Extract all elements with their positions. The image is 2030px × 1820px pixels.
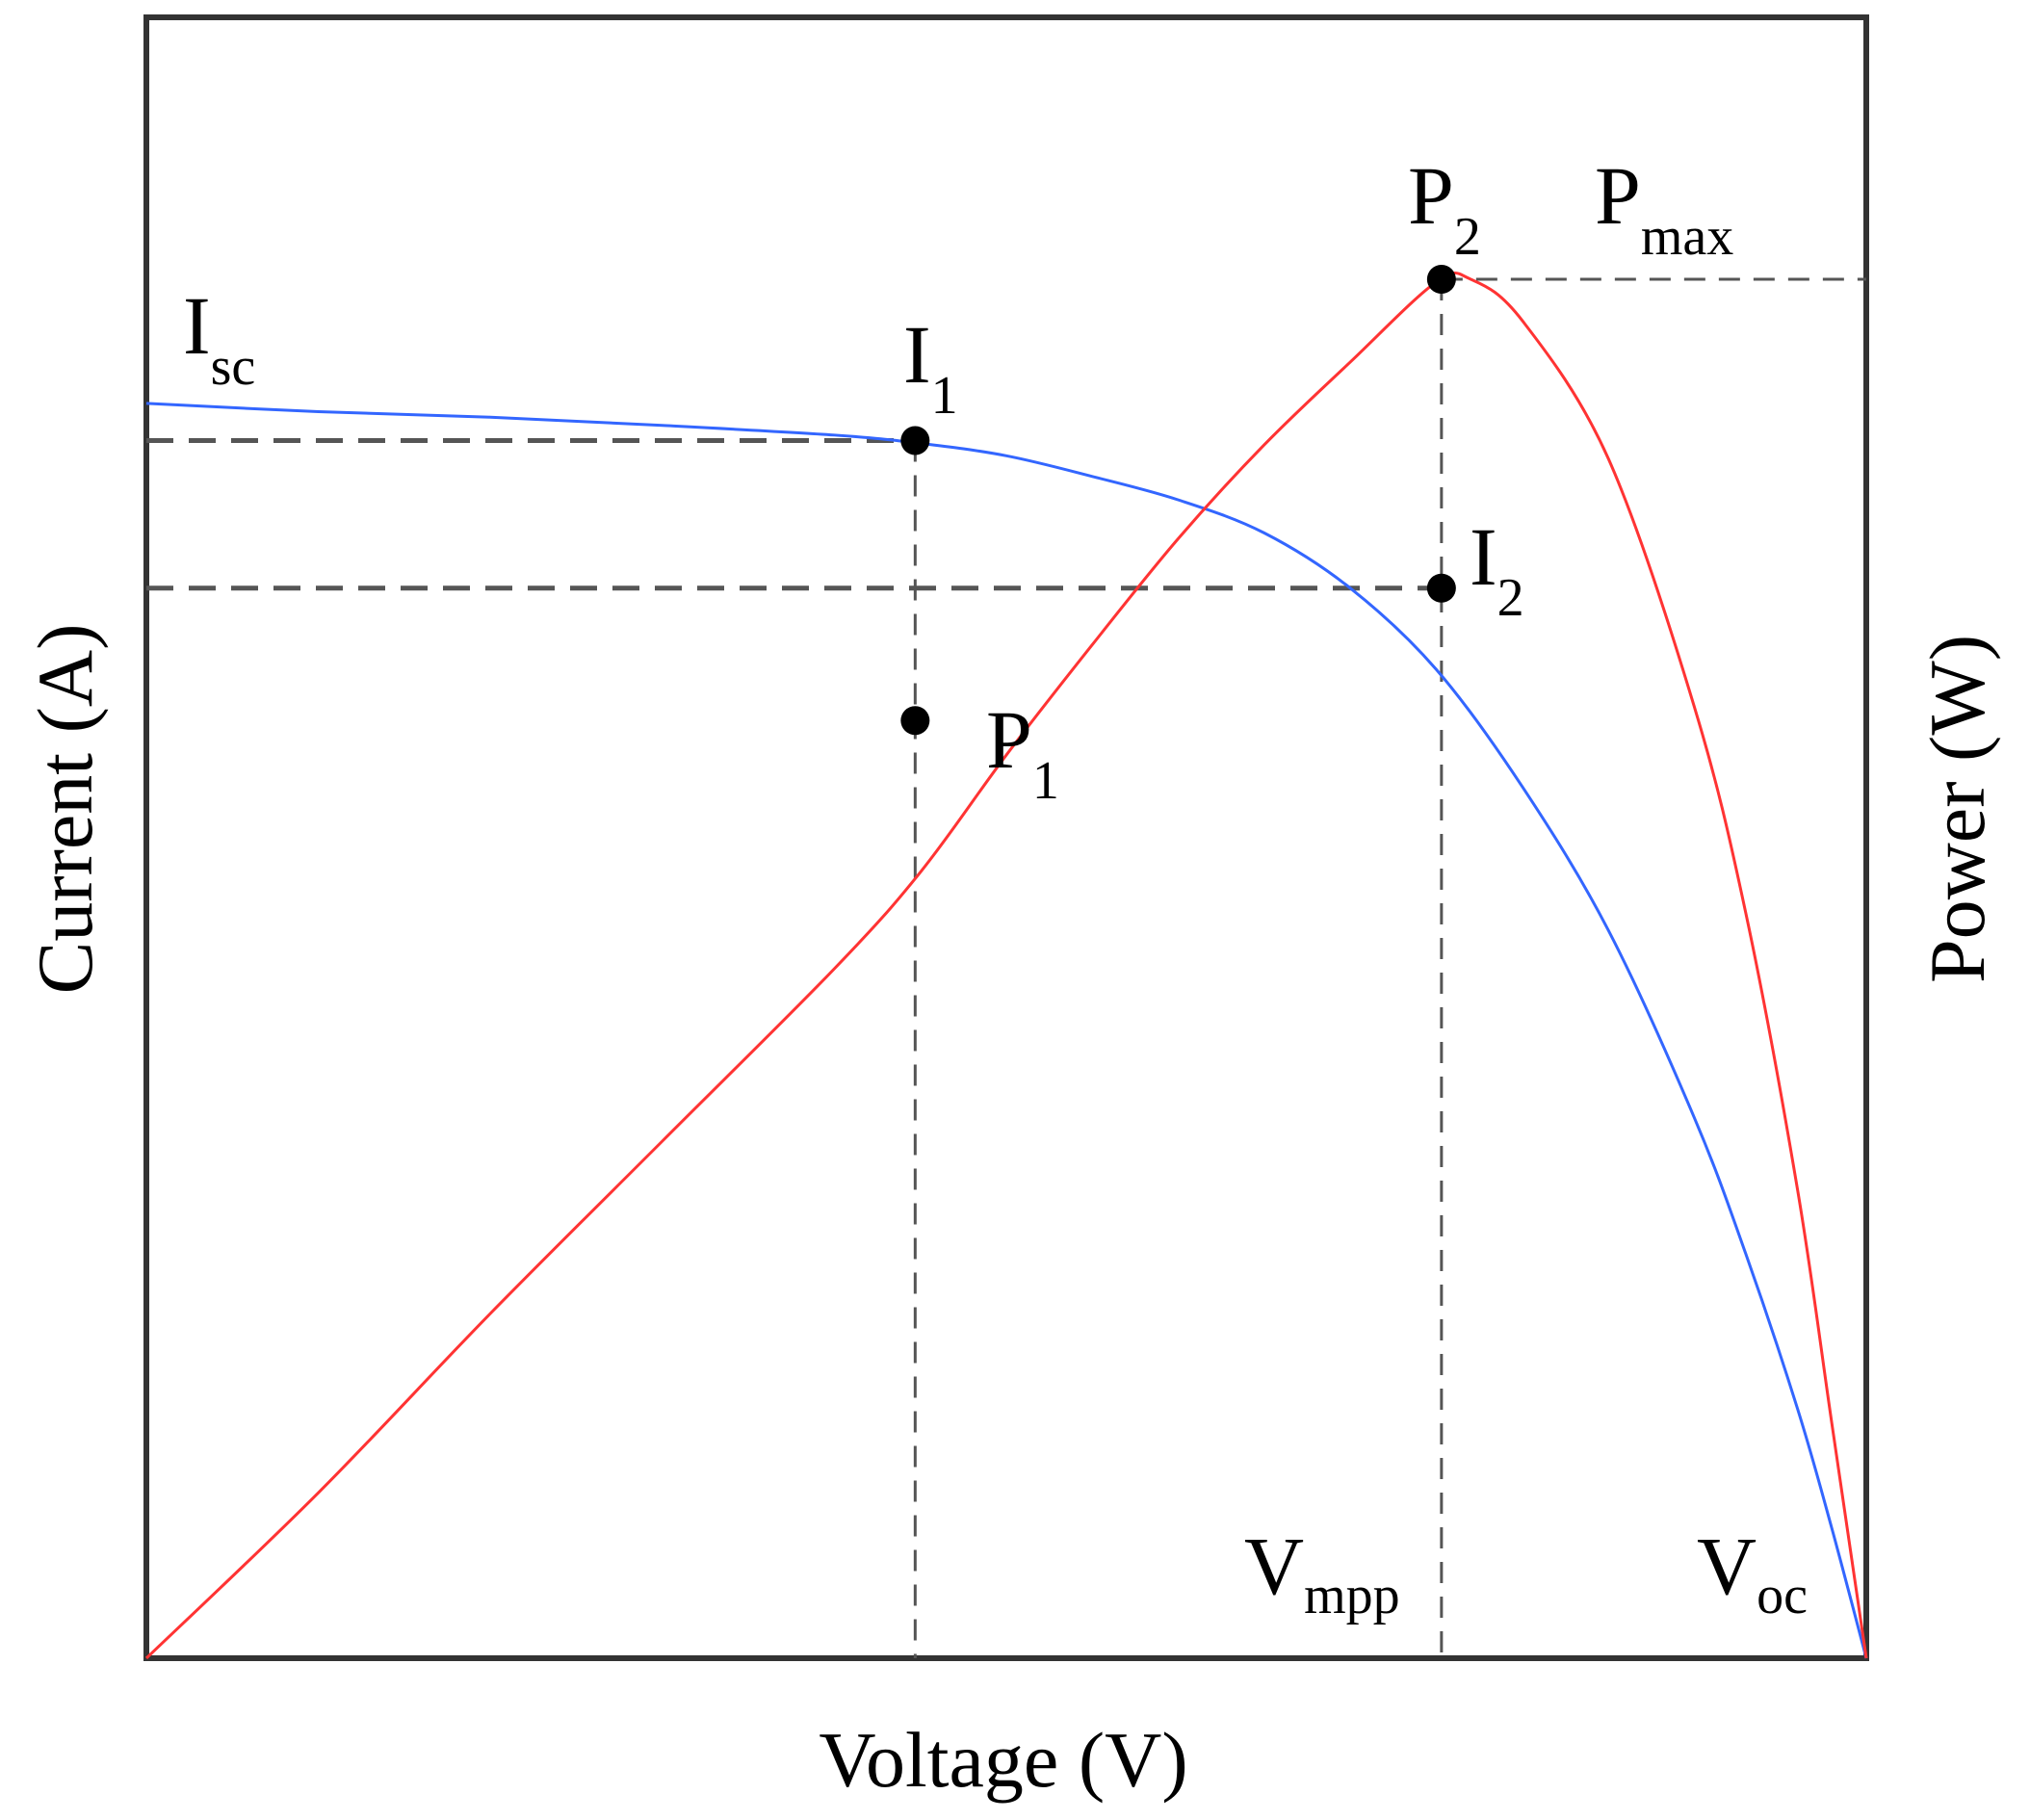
label-vmpp: Vmpp [1244,1520,1400,1625]
label-p2: P2 [1408,149,1481,267]
label-i2: I2 [1470,510,1524,628]
point-p1 [900,706,930,736]
label-voc: Voc [1697,1520,1808,1625]
label-isc: Isc [183,279,255,397]
label-i1: I1 [903,308,958,426]
y-axis-left-title: Current (A) [21,624,109,995]
x-axis-title: Voltage (V) [819,1716,1187,1804]
power-curve [144,272,1868,1660]
point-p2 [1426,265,1456,294]
label-p1: P1 [986,693,1059,811]
point-i1 [900,426,930,455]
point-i2 [1426,573,1456,603]
plot-frame [143,14,1869,1661]
y-axis-right-title: Power (W) [1913,635,2001,983]
label-pmax: Pmax [1595,149,1733,267]
current-curve [145,402,1868,1659]
